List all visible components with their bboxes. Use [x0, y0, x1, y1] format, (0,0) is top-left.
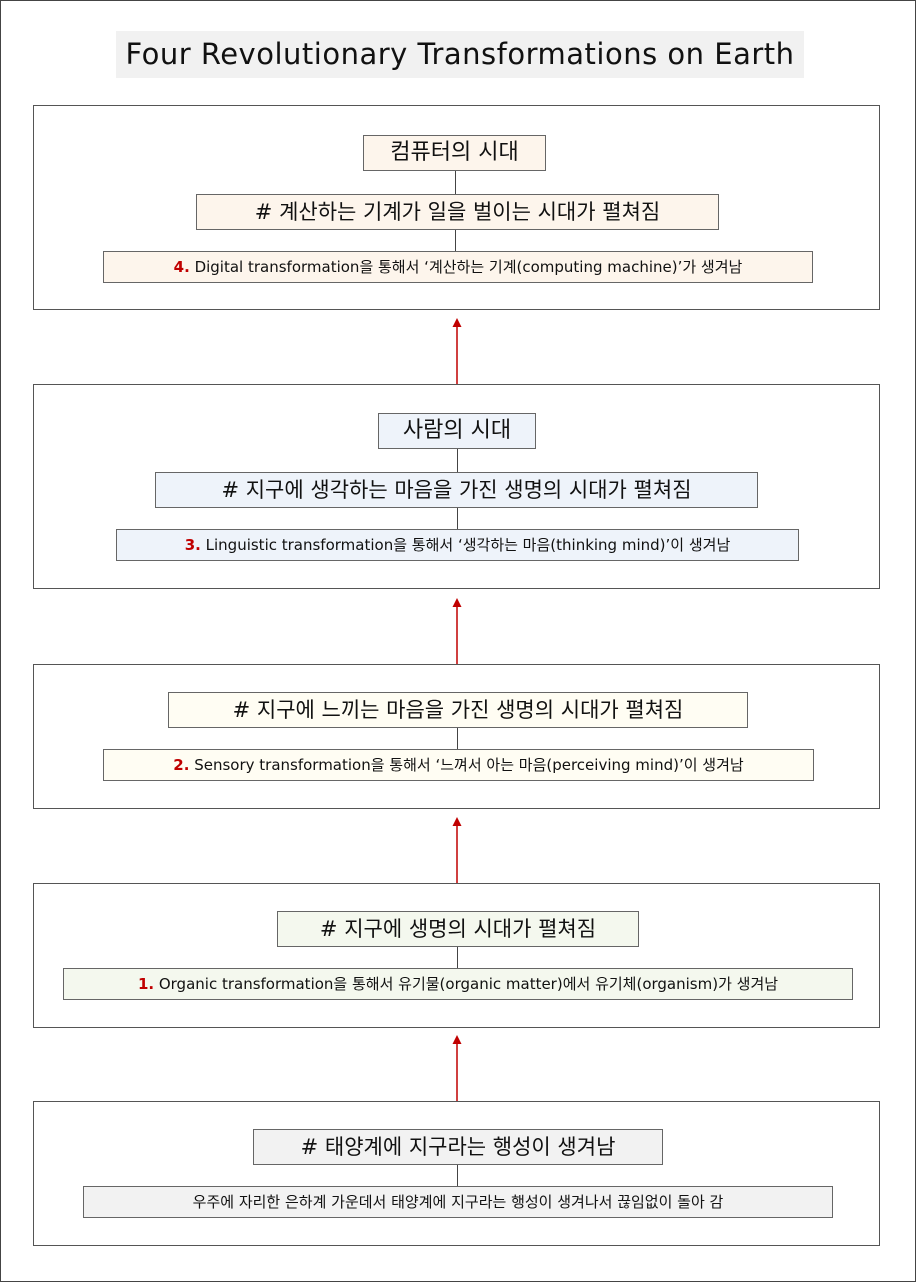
stage-description-solar-system: 우주에 자리한 은하계 가운데서 태양계에 지구라는 행성이 생겨나서 끊임없이… — [83, 1186, 833, 1218]
stage-description-sensory: 2. Sensory transformation을 통해서 ‘느껴서 아는 마… — [103, 749, 814, 781]
stage-panel-perceiving-mind: # 지구에 느끼는 마음을 가진 생명의 시대가 펼쳐짐 2. Sensory … — [33, 664, 880, 809]
stage-heading-planet-earth: # 태양계에 지구라는 행성이 생겨남 — [253, 1129, 663, 1165]
connector-line — [457, 508, 458, 530]
stage-description-linguistic: 3. Linguistic transformation을 통해서 ‘생각하는 … — [116, 529, 799, 561]
stage-number: 2. — [173, 756, 190, 774]
stage-heading-life: # 지구에 생명의 시대가 펼쳐짐 — [277, 911, 639, 947]
stage-description-text: Digital transformation을 통해서 ‘계산하는 기계(com… — [189, 258, 743, 276]
stage-panel-computer-era: 컴퓨터의 시대 # 계산하는 기계가 일을 벌이는 시대가 펼쳐짐 4. Dig… — [33, 105, 880, 310]
diagram-title: Four Revolutionary Transformations on Ea… — [116, 31, 804, 78]
stage-heading-perceiving-mind: # 지구에 느끼는 마음을 가진 생명의 시대가 펼쳐짐 — [168, 692, 748, 728]
stage-description-digital: 4. Digital transformation을 통해서 ‘계산하는 기계(… — [103, 251, 813, 283]
stage-number: 3. — [184, 536, 201, 554]
stage-description-organic: 1. Organic transformation을 통해서 유기물(organ… — [63, 968, 853, 1000]
connector-line — [457, 728, 458, 750]
stage-heading-thinking-mind: # 지구에 생각하는 마음을 가진 생명의 시대가 펼쳐짐 — [155, 472, 758, 508]
up-arrow-icon — [452, 318, 462, 384]
connector-line — [457, 1165, 458, 1187]
connector-line — [455, 171, 456, 195]
stage-number: 4. — [173, 258, 190, 276]
up-arrow-icon — [452, 598, 462, 664]
stage-description-text: Sensory transformation을 통해서 ‘느껴서 아는 마음(p… — [189, 756, 744, 774]
connector-line — [457, 449, 458, 473]
stage-number: 1. — [137, 975, 155, 993]
stage-panel-life-era: # 지구에 생명의 시대가 펼쳐짐 1. Organic transformat… — [33, 883, 880, 1028]
connector-line — [455, 230, 456, 252]
connector-line — [457, 947, 458, 969]
stage-heading-computing-machine: # 계산하는 기계가 일을 벌이는 시대가 펼쳐짐 — [196, 194, 719, 230]
stage-panel-planet-earth: # 태양계에 지구라는 행성이 생겨남 우주에 자리한 은하계 가운데서 태양계… — [33, 1101, 880, 1246]
stage-panel-human-era: 사람의 시대 # 지구에 생각하는 마음을 가진 생명의 시대가 펼쳐짐 3. … — [33, 384, 880, 589]
up-arrow-icon — [452, 817, 462, 883]
era-label-human: 사람의 시대 — [378, 413, 536, 449]
up-arrow-icon — [452, 1035, 462, 1101]
era-label-computer: 컴퓨터의 시대 — [363, 135, 546, 171]
stage-description-text: Linguistic transformation을 통해서 ‘생각하는 마음(… — [200, 536, 731, 554]
stage-description-text: Organic transformation을 통해서 유기물(organic … — [154, 975, 779, 993]
